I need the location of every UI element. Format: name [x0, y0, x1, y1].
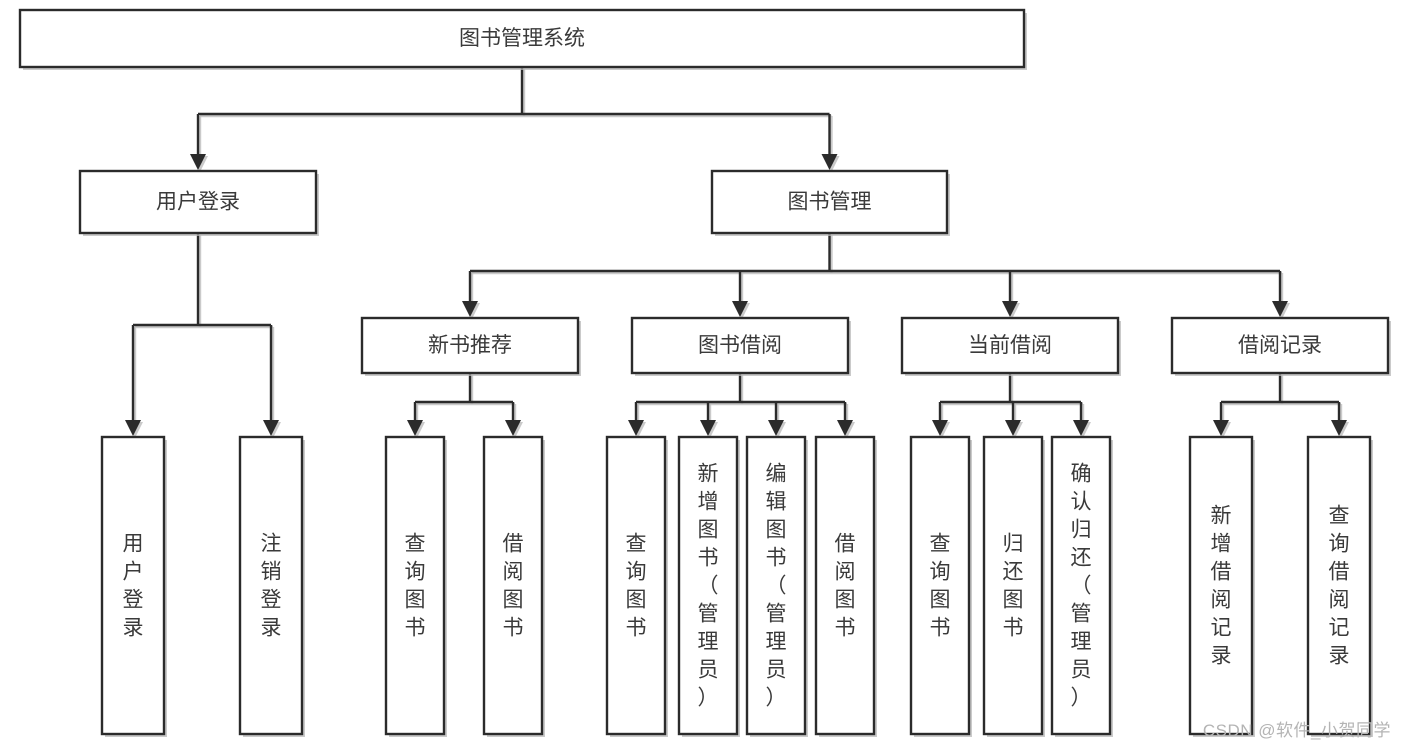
node-leaf-search-book-3[interactable]: 查询图书: [909, 435, 972, 737]
node-label: 新增图书（管理员）: [698, 463, 719, 710]
node-box[interactable]: [710, 169, 949, 235]
node-current[interactable]: 当前借阅: [900, 316, 1121, 376]
node-login[interactable]: 用户登录: [78, 169, 319, 236]
node-box[interactable]: [360, 316, 580, 375]
node-box[interactable]: [630, 316, 850, 375]
node-label: 新书推荐: [428, 334, 512, 357]
node-leaf-logout[interactable]: 注销登录: [238, 435, 305, 737]
node-label: 借阅记录: [1238, 334, 1322, 357]
node-box[interactable]: [100, 435, 166, 736]
node-leaf-query-record[interactable]: 查询借阅记录: [1306, 435, 1373, 737]
node-leaf-search-book-1[interactable]: 查询图书: [384, 435, 447, 737]
node-box[interactable]: [18, 8, 1026, 69]
node-label: 用户登录: [156, 191, 240, 214]
node-records[interactable]: 借阅记录: [1170, 316, 1391, 376]
node-label: 确认归还（管理员）: [1071, 463, 1092, 710]
node-box[interactable]: [1050, 435, 1112, 736]
node-label: 新增借阅记录: [1211, 505, 1232, 668]
node-box[interactable]: [814, 435, 876, 736]
node-label: 查询图书: [626, 533, 647, 640]
node-leaf-add-record[interactable]: 新增借阅记录: [1188, 435, 1255, 737]
node-label: 图书借阅: [698, 334, 782, 357]
node-borrow[interactable]: 图书借阅: [630, 316, 851, 376]
node-label: 借阅图书: [503, 533, 524, 640]
node-bookmgmt[interactable]: 图书管理: [710, 169, 950, 236]
node-leaf-return-book[interactable]: 归还图书: [982, 435, 1045, 737]
node-leaf-edit-book[interactable]: 编辑图书（管理员）: [745, 435, 808, 737]
node-box[interactable]: [1188, 435, 1254, 736]
node-box[interactable]: [605, 435, 667, 736]
node-leaf-add-book[interactable]: 新增图书（管理员）: [677, 435, 740, 737]
node-label: 编辑图书（管理员）: [766, 463, 787, 710]
node-box[interactable]: [1170, 316, 1390, 375]
node-label: 注销登录: [261, 533, 282, 640]
node-newbook[interactable]: 新书推荐: [360, 316, 581, 376]
node-box[interactable]: [238, 435, 304, 736]
node-label: 图书管理系统: [459, 27, 585, 50]
node-leaf-borrow-book-1[interactable]: 借阅图书: [482, 435, 545, 737]
node-box[interactable]: [1306, 435, 1372, 736]
node-box[interactable]: [482, 435, 544, 736]
node-label: 查询借阅记录: [1329, 505, 1350, 668]
node-root[interactable]: 图书管理系统: [18, 8, 1027, 70]
node-label: 当前借阅: [968, 334, 1052, 357]
node-label: 借阅图书: [835, 533, 856, 640]
node-box[interactable]: [677, 435, 739, 736]
node-label: 图书管理: [788, 191, 872, 214]
connector-layer: [125, 67, 1349, 438]
node-box[interactable]: [384, 435, 446, 736]
node-box[interactable]: [900, 316, 1120, 375]
node-box[interactable]: [78, 169, 318, 235]
node-box[interactable]: [909, 435, 971, 736]
node-label: 用户登录: [123, 533, 144, 640]
node-box[interactable]: [745, 435, 807, 736]
node-label: 归还图书: [1003, 533, 1024, 640]
node-leaf-search-book-2[interactable]: 查询图书: [605, 435, 668, 737]
node-leaf-user-login[interactable]: 用户登录: [100, 435, 167, 737]
node-box[interactable]: [982, 435, 1044, 736]
node-label: 查询图书: [930, 533, 951, 640]
node-label: 查询图书: [405, 533, 426, 640]
node-leaf-confirm-return[interactable]: 确认归还（管理员）: [1050, 435, 1113, 737]
node-layer: 图书管理系统用户登录图书管理新书推荐图书借阅当前借阅借阅记录用户登录注销登录查询…: [18, 8, 1391, 737]
node-leaf-borrow-book-2[interactable]: 借阅图书: [814, 435, 877, 737]
